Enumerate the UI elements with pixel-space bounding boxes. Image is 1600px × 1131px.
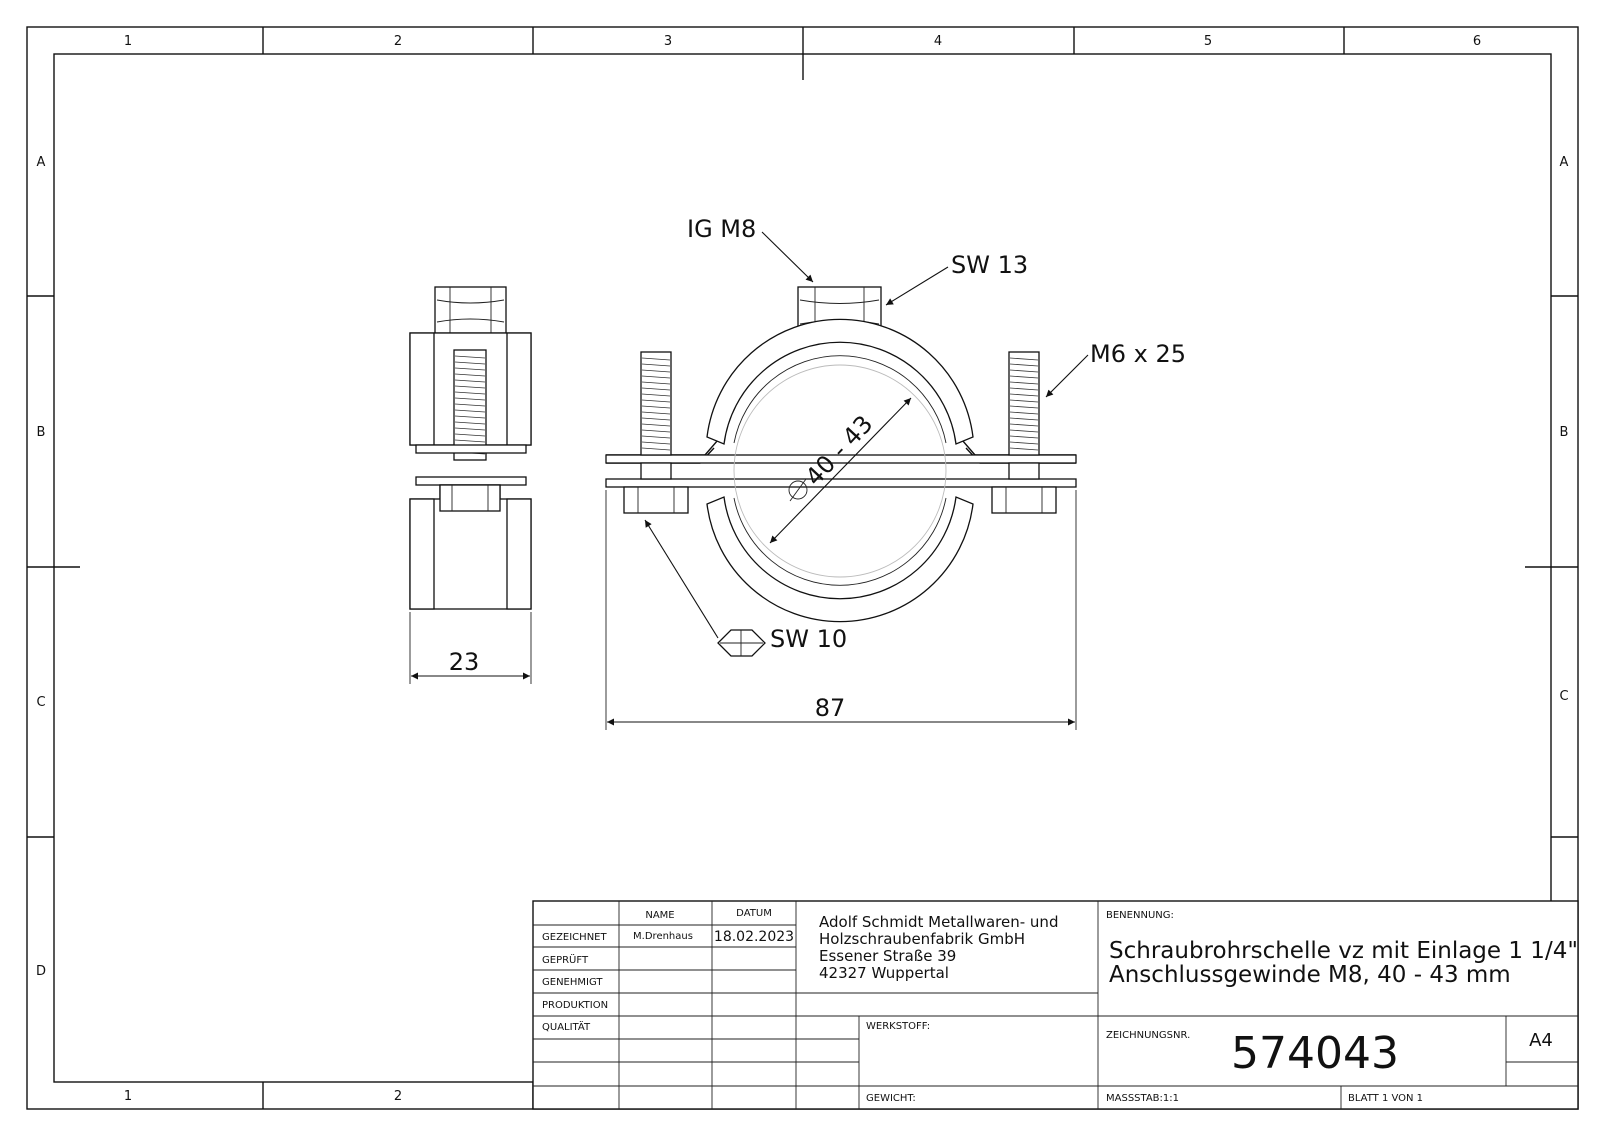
company-line: Essener Straße 39 — [819, 947, 956, 965]
label-gewicht: GEWICHT: — [866, 1093, 916, 1104]
thread-lines — [1009, 357, 1039, 451]
side-view: 23 — [409, 286, 532, 684]
label-benennung: BENENNUNG: — [1106, 910, 1174, 921]
col-label: 2 — [394, 34, 402, 49]
zone-labels: 1 2 3 4 5 6 1 2 A B C D A B C — [36, 34, 1569, 1104]
hex-head-icon — [717, 629, 766, 657]
label-ig-m8: IG M8 — [687, 215, 756, 243]
label-sw13: SW 13 — [951, 251, 1028, 279]
row-label: D — [36, 964, 46, 979]
col-label: 5 — [1204, 34, 1212, 49]
drawn-by: M.Drenhaus — [633, 931, 693, 942]
thread-lines — [641, 357, 671, 451]
row-label-production: PRODUKTION — [542, 1000, 608, 1011]
company-line: Adolf Schmidt Metallwaren- und — [819, 913, 1058, 931]
row-label: A — [37, 155, 46, 170]
dimension-width-front: 87 — [815, 694, 846, 722]
diameter-symbol — [788, 478, 808, 502]
label-sw10: SW 10 — [770, 625, 847, 653]
row-label: B — [1560, 425, 1569, 440]
company-line: 42327 Wuppertal — [819, 964, 949, 982]
row-label: C — [36, 695, 45, 710]
part-title-line: Anschlussgewinde M8, 40 - 43 mm — [1109, 962, 1511, 988]
col-header-date: DATUM — [736, 908, 772, 919]
row-label-quality: QUALITÄT — [542, 1020, 591, 1033]
col-label: 3 — [664, 34, 672, 49]
title-block: NAME DATUM GEZEICHNET GEPRÜFT GENEHMIGT … — [532, 900, 1579, 1110]
dimension-width-side: 23 — [449, 648, 480, 676]
row-label: B — [37, 425, 46, 440]
col-label: 1 — [124, 34, 132, 49]
label-werkstoff: WERKSTOFF: — [866, 1021, 930, 1032]
col-header-name: NAME — [645, 910, 674, 921]
scale: MASSSTAB:1:1 — [1106, 1093, 1179, 1104]
row-label-checked: GEPRÜFT — [542, 953, 589, 966]
bottom-col-label: 1 — [124, 1089, 132, 1104]
drawing-number: 574043 — [1231, 1028, 1399, 1079]
col-label: 6 — [1473, 34, 1481, 49]
format-size: A4 — [1529, 1030, 1553, 1051]
row-label-drawn: GEZEICHNET — [542, 932, 607, 943]
front-view: 40 - 43 IG M8 SW 13 M6 x 25 SW 10 87 — [605, 215, 1186, 730]
bottom-col-label: 2 — [394, 1089, 402, 1104]
row-label-approved: GENEHMIGT — [542, 977, 603, 988]
label-m6x25: M6 x 25 — [1090, 340, 1186, 368]
col-label: 4 — [934, 34, 942, 49]
sheet-count: BLATT 1 VON 1 — [1348, 1093, 1423, 1104]
company-line: Holzschraubenfabrik GmbH — [819, 930, 1025, 948]
row-label: C — [1559, 689, 1568, 704]
drawn-date: 18.02.2023 — [714, 929, 794, 945]
row-label: A — [1560, 155, 1569, 170]
label-zeichnungsnr: ZEICHNUNGSNR. — [1106, 1030, 1190, 1041]
part-title-line: Schraubrohrschelle vz mit Einlage 1 1/4" — [1109, 938, 1578, 964]
